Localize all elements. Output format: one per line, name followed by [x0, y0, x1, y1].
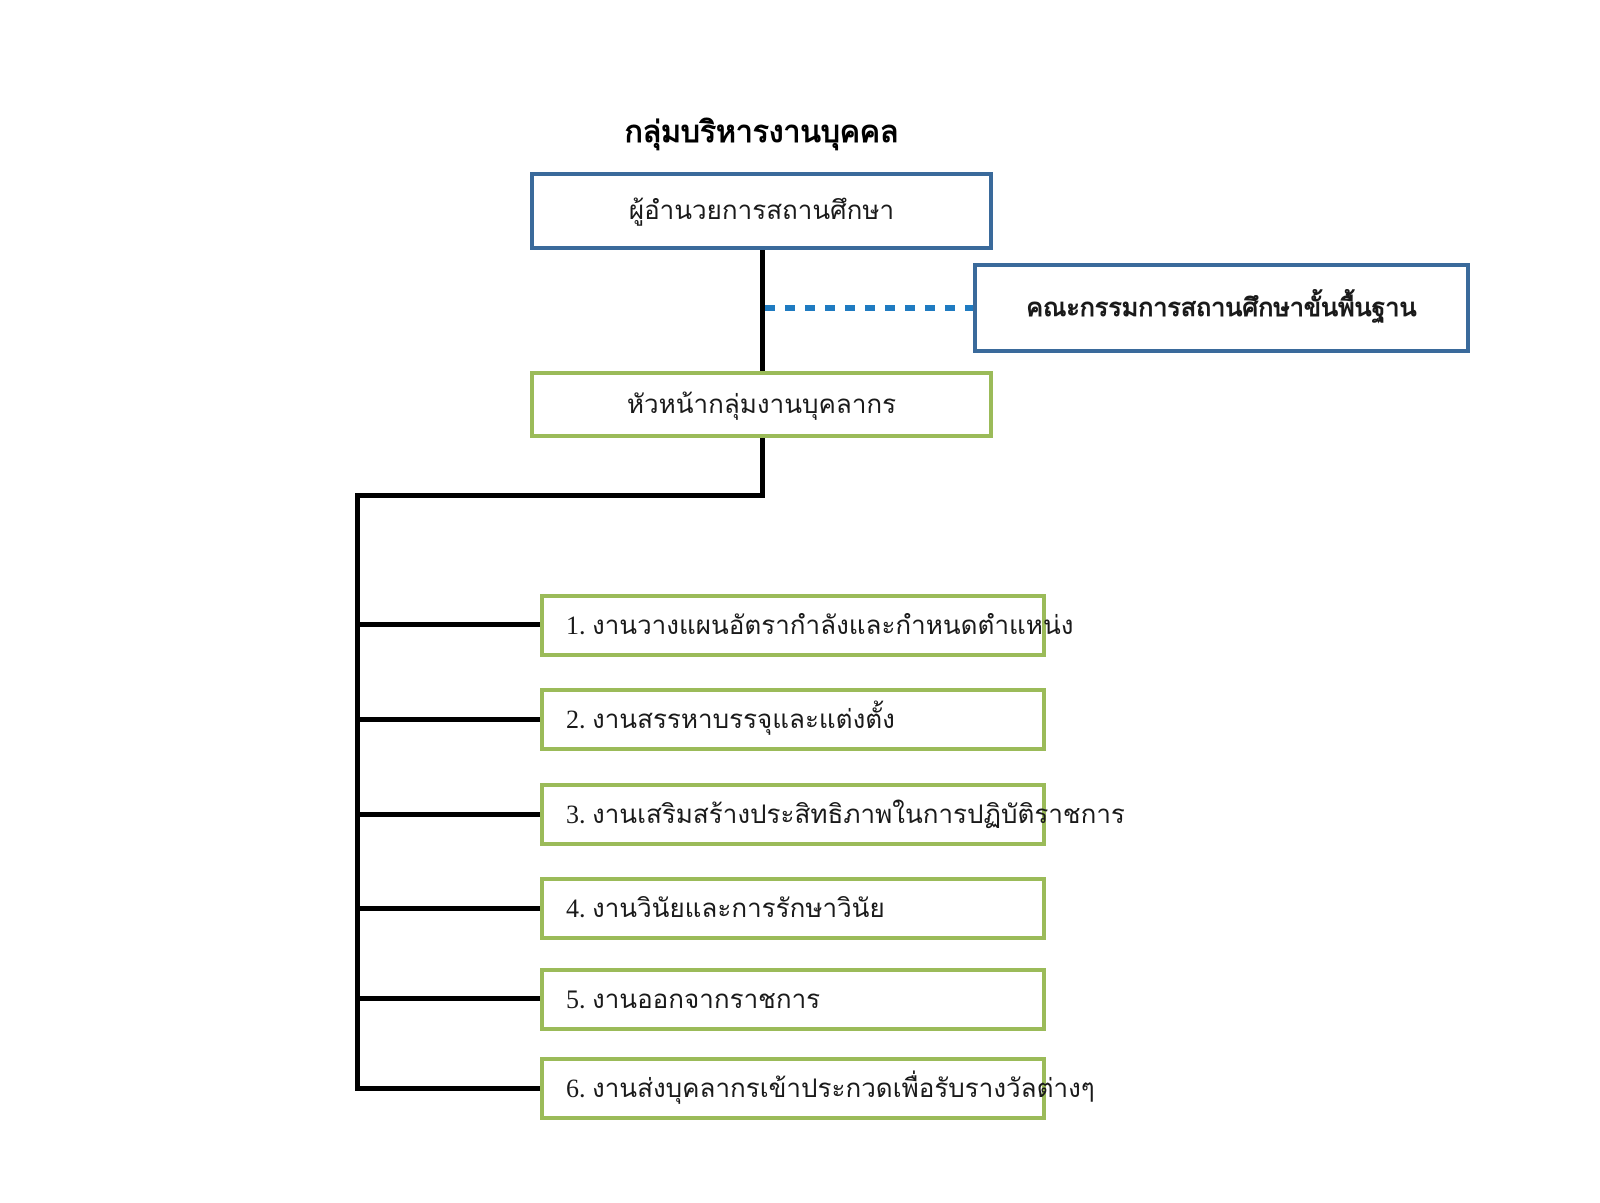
node-subtask-5-label: 5. งานออกจากราชการ: [566, 984, 821, 1014]
node-subtask-4-label: 4. งานวินัยและการรักษาวินัย: [566, 893, 885, 923]
connector-director-to-head: [760, 250, 765, 371]
node-subtask-1-label: 1. งานวางแผนอัตรากำลังและกำหนดตำแหน่ง: [566, 610, 1074, 640]
connector-vertical-spine: [355, 493, 360, 1091]
connector-branch-2: [355, 717, 542, 722]
node-subtask-3[interactable]: 3. งานเสริมสร้างประสิทธิภาพในการปฏิบัติร…: [540, 783, 1125, 846]
node-subtask-2-label: 2. งานสรรหาบรรจุและแต่งตั้ง: [566, 704, 895, 734]
connector-branch-5: [355, 996, 542, 1001]
node-subtask-5[interactable]: 5. งานออกจากราชการ: [540, 968, 1046, 1031]
page-title: กลุ่มบริหารงานบุคคล: [624, 116, 899, 149]
connector-head-down: [760, 438, 765, 497]
connector-branch-1: [355, 622, 542, 627]
node-director[interactable]: ผู้อำนวยการสถานศึกษา: [530, 172, 993, 250]
node-subtask-4[interactable]: 4. งานวินัยและการรักษาวินัย: [540, 877, 1046, 940]
node-head-of-personnel[interactable]: หัวหน้ากลุ่มงานบุคลากร: [530, 371, 993, 438]
node-director-label: ผู้อำนวยการสถานศึกษา: [628, 196, 895, 225]
node-school-board-label: คณะกรรมการสถานศึกษาขั้นพื้นฐาน: [1026, 294, 1417, 322]
connector-branch-4: [355, 906, 542, 911]
node-subtask-3-label: 3. งานเสริมสร้างประสิทธิภาพในการปฏิบัติร…: [566, 799, 1125, 829]
connector-head-horizontal: [357, 493, 765, 498]
node-head-of-personnel-label: หัวหน้ากลุ่มงานบุคลากร: [626, 389, 897, 419]
node-school-board[interactable]: คณะกรรมการสถานศึกษาขั้นพื้นฐาน: [973, 263, 1470, 353]
connector-branch-6: [355, 1086, 542, 1091]
connector-dotted-director-to-board: [765, 305, 974, 311]
connector-branch-3: [355, 812, 542, 817]
node-subtask-1[interactable]: 1. งานวางแผนอัตรากำลังและกำหนดตำแหน่ง: [540, 594, 1073, 657]
node-subtask-6-label: 6. งานส่งบุคลากรเข้าประกวดเพื่อรับรางวัล…: [566, 1073, 1095, 1103]
node-subtask-6[interactable]: 6. งานส่งบุคลากรเข้าประกวดเพื่อรับรางวัล…: [540, 1057, 1095, 1120]
node-subtask-2[interactable]: 2. งานสรรหาบรรจุและแต่งตั้ง: [540, 688, 1046, 751]
